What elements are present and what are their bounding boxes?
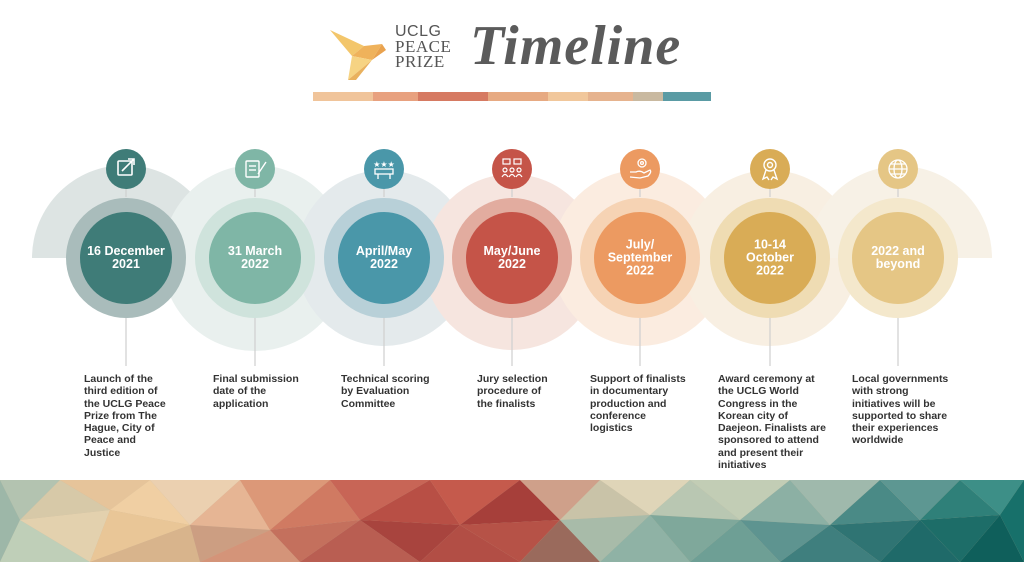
footer-polygon-band [0, 480, 1024, 562]
milestone-5-date: July/ September 2022 [585, 237, 695, 278]
hand-gear-icon [629, 158, 652, 179]
milestone-6-date-line2: October [746, 250, 794, 265]
milestone-2-node [195, 149, 315, 318]
milestone-2-date-line1: 31 March [227, 244, 283, 258]
milestone-4-date-line1: May/June [483, 244, 541, 258]
page-title: Timeline [470, 15, 682, 77]
milestone-1-node [66, 149, 186, 318]
milestone-3-date-line1: April/May [355, 244, 413, 258]
milestone-7-date-line2: beyond [875, 257, 921, 271]
milestone-7-description: Local governments with strong initiative… [852, 373, 949, 447]
milestone-1-date: 16 December 2021 [71, 245, 181, 271]
logo-wordmark: UCLG PEACE PRIZE [395, 23, 452, 71]
milestone-3-date-line2: 2022 [370, 257, 398, 271]
milestone-1-description: Launch of the third edition of the UCLG … [84, 373, 166, 459]
header: UCLG PEACE PRIZE Timeline [0, 0, 1024, 110]
milestone-4-date-line2: 2022 [498, 257, 526, 271]
milestone-6-description: Award ceremony at the UCLG World Congres… [718, 373, 826, 472]
milestone-4-description: Jury selection procedure of the finalist… [477, 373, 548, 410]
logo-line-prize: PRIZE [395, 52, 445, 71]
milestone-4-date: May/June 2022 [457, 245, 567, 271]
milestone-3-date: April/May 2022 [329, 245, 439, 271]
header-color-stripe [313, 92, 711, 101]
milestone-6-date-line3: 2022 [756, 263, 784, 278]
external-link-icon [117, 158, 135, 176]
logo-line-peace: PEACE [395, 37, 452, 56]
milestone-6-date: 10-14 October 2022 [715, 237, 825, 278]
milestone-5-date-line3: 2022 [626, 263, 654, 278]
milestone-2-date-line2: 2022 [241, 257, 269, 271]
milestone-4-node [452, 149, 572, 318]
milestone-3-description: Technical scoring by Evaluation Committe… [341, 373, 430, 410]
scoring-stars-icon: ★★★ [373, 160, 395, 179]
jury-group-icon [501, 158, 523, 178]
milestone-6-date-line1: 10-14 [754, 237, 786, 252]
milestone-7-date: 2022 and beyond [843, 245, 953, 271]
milestone-5-description: Support of finalists in documentary prod… [590, 373, 686, 435]
milestone-1-date-line2: 2021 [112, 257, 140, 271]
milestone-5-node [580, 149, 700, 318]
milestone-7-node [838, 149, 958, 318]
milestone-3-node: ★★★ [324, 149, 444, 318]
form-edit-icon [245, 160, 267, 178]
dove-logo-icon [330, 30, 386, 80]
milestone-6-node [710, 149, 830, 318]
award-ribbon-icon [761, 158, 779, 181]
logo-line-uclg: UCLG [395, 23, 442, 40]
milestone-5-date-line2: September [607, 250, 673, 265]
milestone-2-date: 31 March 2022 [200, 245, 310, 271]
globe-icon [888, 159, 908, 179]
milestone-5-date-line1: July/ [625, 237, 655, 252]
milestone-7-date-line1: 2022 and [871, 244, 925, 258]
milestone-1-date-line1: 16 December [87, 244, 165, 258]
milestone-2-description: Final submission date of the application [213, 373, 299, 410]
svg-text:★★★: ★★★ [373, 160, 395, 169]
